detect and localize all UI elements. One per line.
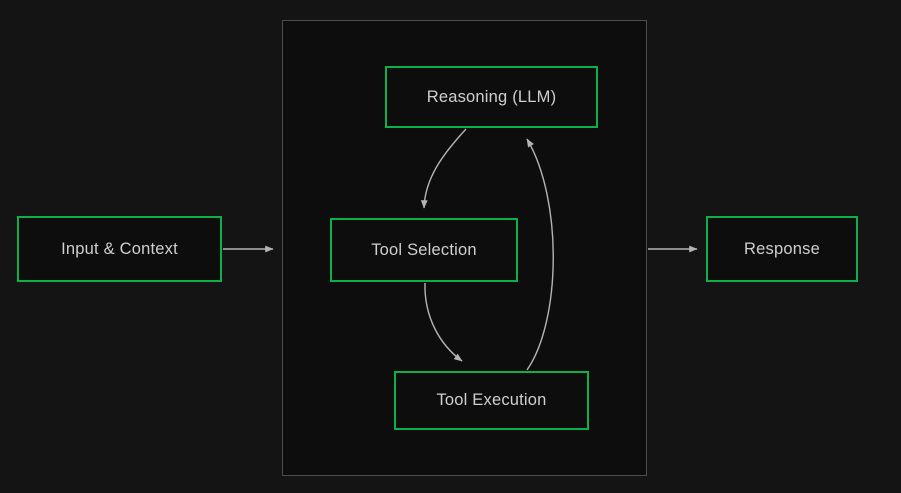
node-input-context[interactable]: Input & Context (17, 216, 222, 282)
node-reasoning-llm[interactable]: Reasoning (LLM) (385, 66, 598, 128)
node-tool-execution-label: Tool Execution (436, 391, 547, 410)
node-tool-selection-label: Tool Selection (371, 240, 477, 259)
node-response-label: Response (744, 239, 820, 258)
node-response[interactable]: Response (706, 216, 858, 282)
node-tool-selection[interactable]: Tool Selection (330, 218, 518, 282)
node-tool-execution[interactable]: Tool Execution (394, 371, 589, 430)
node-input-context-label: Input & Context (61, 239, 178, 258)
node-reasoning-llm-label: Reasoning (LLM) (426, 87, 557, 106)
